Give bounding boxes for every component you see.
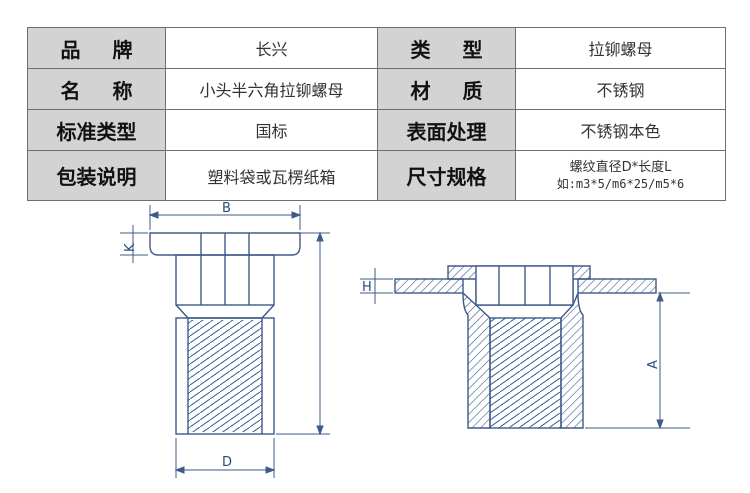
brand-value: 长兴 xyxy=(165,27,378,69)
size-line-2: 如:m3*5/m6*25/m5*6 xyxy=(556,176,685,191)
material-value: 不锈钢 xyxy=(515,68,726,110)
dimension-a-label: A xyxy=(646,360,661,369)
dimension-d-label: D xyxy=(222,455,232,470)
spec-table: 品牌 长兴 类型 拉铆螺母 名称 小头半六角拉铆螺母 材质 不锈钢 标准类型 国… xyxy=(27,27,726,201)
surface-key: 表面处理 xyxy=(377,109,516,151)
packaging-value: 塑料袋或瓦楞纸箱 xyxy=(165,150,378,201)
bore-thread xyxy=(489,317,562,429)
exterior-dimensions xyxy=(120,205,330,478)
section-dimensions xyxy=(360,268,690,430)
flange-outline xyxy=(149,232,301,256)
surface-value: 不锈钢本色 xyxy=(515,109,726,151)
name-value: 小头半六角拉铆螺母 xyxy=(165,68,378,110)
sheet-right xyxy=(577,278,657,294)
exterior-view xyxy=(149,232,301,435)
name-key: 名称 xyxy=(27,68,166,110)
sheet-left xyxy=(394,278,464,294)
table-row: 标准类型 国标 表面处理 不锈钢本色 xyxy=(27,109,726,151)
shank xyxy=(175,317,275,435)
size-line-1: 螺纹直径D*长度L xyxy=(569,159,672,175)
table-row: 名称 小头半六角拉铆螺母 材质 不锈钢 xyxy=(27,68,726,110)
dimension-k-label: K xyxy=(123,243,138,252)
thread-area xyxy=(188,320,262,432)
standard-key: 标准类型 xyxy=(27,109,166,151)
table-row: 品牌 长兴 类型 拉铆螺母 xyxy=(27,27,726,69)
standard-value: 国标 xyxy=(165,109,378,151)
material-key: 材质 xyxy=(377,68,516,110)
brand-key: 品牌 xyxy=(27,27,166,69)
table-row: 包装说明 塑料袋或瓦楞纸箱 尺寸规格 螺纹直径D*长度L 如:m3*5/m6*2… xyxy=(27,150,726,201)
section-view xyxy=(394,265,657,429)
dimension-b-label: B xyxy=(222,201,231,216)
size-key: 尺寸规格 xyxy=(377,150,516,201)
dimension-h-label: H xyxy=(362,280,372,295)
size-value: 螺纹直径D*长度L 如:m3*5/m6*25/m5*6 xyxy=(515,150,726,201)
